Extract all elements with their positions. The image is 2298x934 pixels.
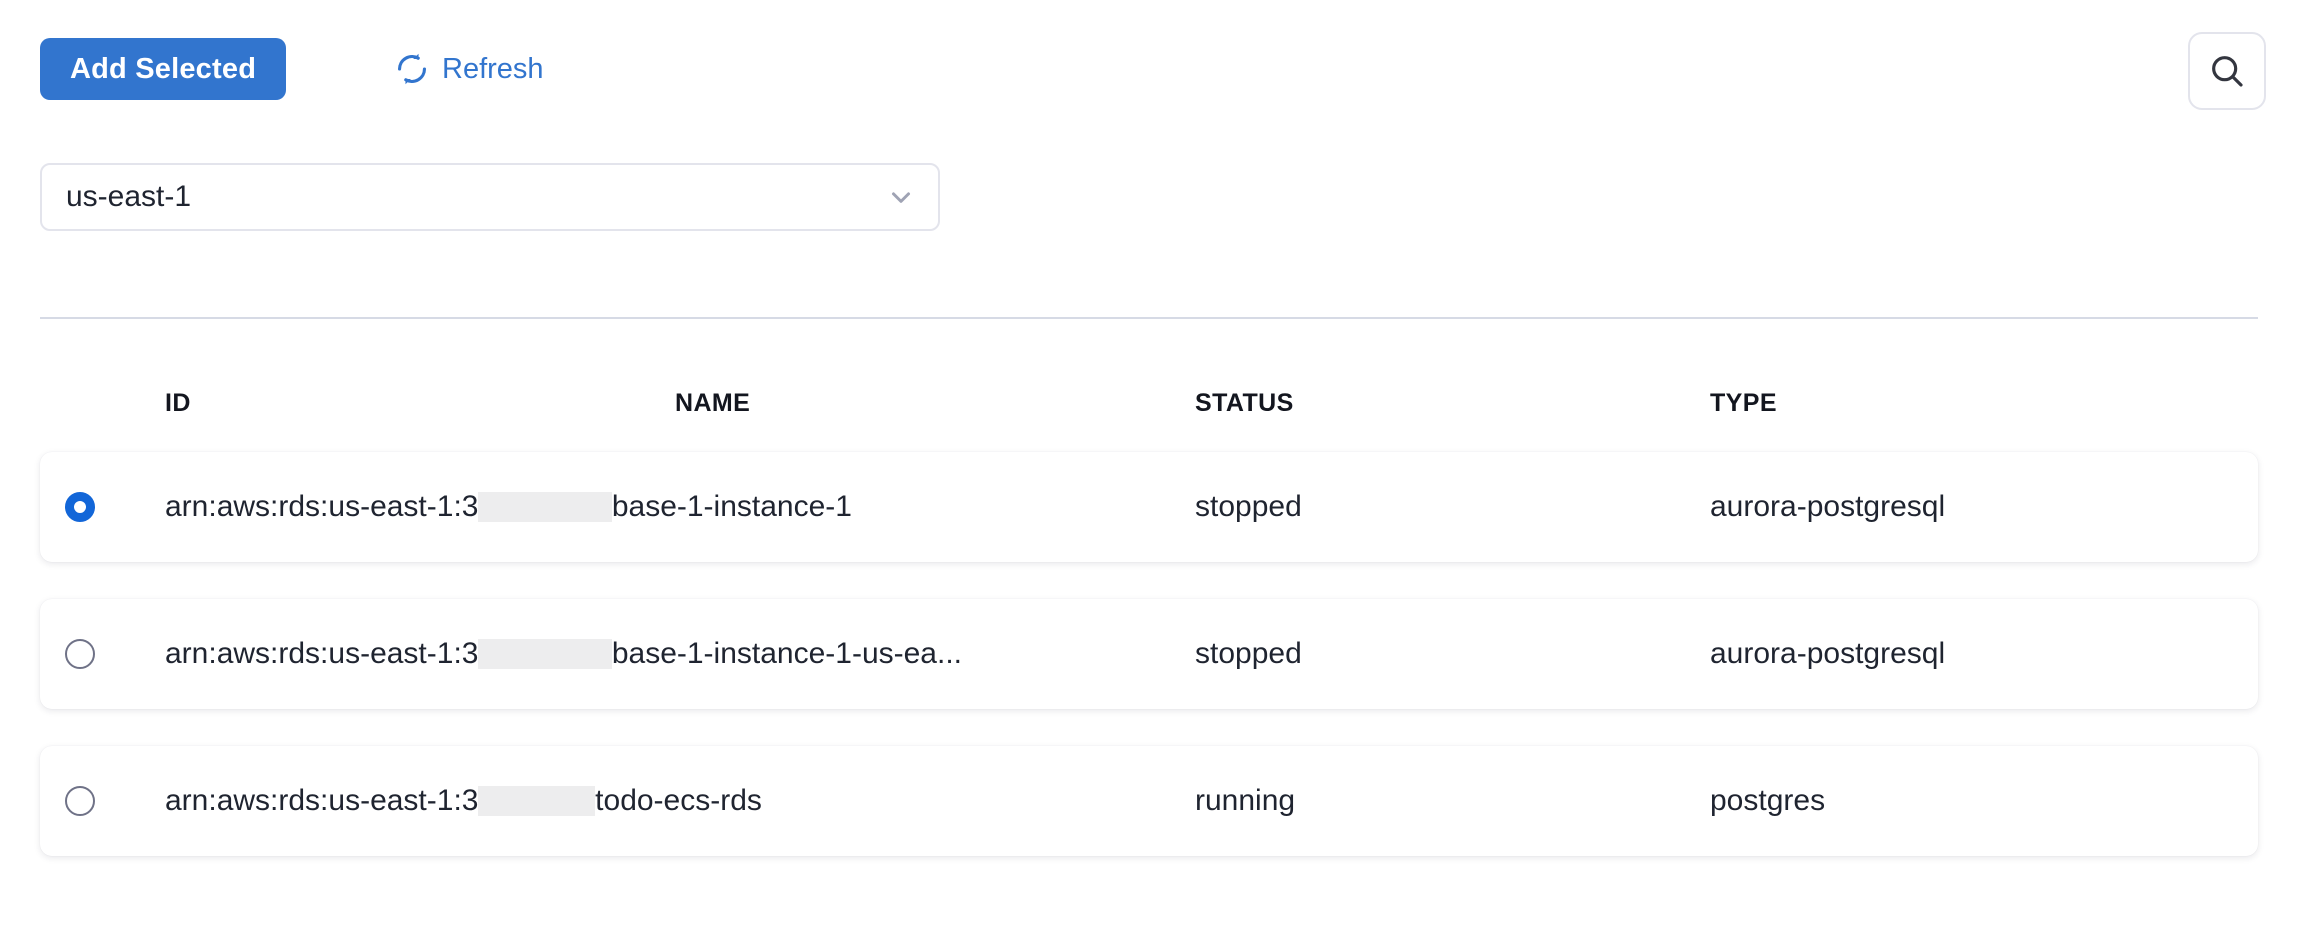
- cell-arn: arn:aws:rds:us-east-1:3 base-1-instance-…: [165, 639, 1195, 669]
- cell-status: stopped: [1195, 490, 1302, 523]
- arn-prefix: arn:aws:rds:us-east-1:3: [165, 492, 479, 522]
- section-divider: [40, 317, 2258, 319]
- region-select-value: us-east-1: [66, 180, 192, 213]
- cell-status: running: [1195, 784, 1296, 817]
- search-button[interactable]: [2188, 32, 2266, 110]
- region-select[interactable]: us-east-1: [40, 163, 940, 231]
- table-header-row: ID NAME STATUS TYPE: [0, 380, 2298, 426]
- radio-checked-icon: [65, 492, 95, 522]
- arn-suffix: base-1-instance-1: [611, 492, 852, 522]
- refresh-label: Refresh: [442, 52, 544, 85]
- table-row[interactable]: arn:aws:rds:us-east-1:3 base-1-instance-…: [40, 452, 2258, 562]
- cell-status: stopped: [1195, 637, 1302, 670]
- arn-redacted-account-id: [478, 492, 611, 522]
- table-row[interactable]: arn:aws:rds:us-east-1:3 base-1-instance-…: [40, 599, 2258, 709]
- column-header-id: ID: [165, 388, 191, 417]
- column-header-status: STATUS: [1195, 388, 1294, 417]
- search-icon: [2207, 51, 2247, 91]
- cell-type: aurora-postgresql: [1710, 490, 1946, 523]
- table-body: arn:aws:rds:us-east-1:3 base-1-instance-…: [0, 452, 2298, 856]
- arn-redacted-account-id: [478, 786, 595, 816]
- row-select-radio[interactable]: [40, 786, 165, 816]
- resources-table: ID NAME STATUS TYPE arn:aws:rds:us-east-…: [0, 380, 2298, 893]
- add-selected-button[interactable]: Add Selected: [40, 38, 287, 100]
- arn-redacted-account-id: [478, 639, 611, 669]
- arn-suffix: todo-ecs-rds: [595, 786, 762, 816]
- row-select-radio[interactable]: [40, 639, 165, 669]
- arn-prefix: arn:aws:rds:us-east-1:3: [165, 639, 479, 669]
- refresh-icon: [395, 52, 429, 86]
- column-header-type: TYPE: [1710, 388, 1777, 417]
- row-select-radio[interactable]: [40, 492, 165, 522]
- arn-suffix: base-1-instance-1-us-ea...: [611, 639, 962, 669]
- cell-type: aurora-postgresql: [1710, 637, 1946, 670]
- column-header-name: NAME: [675, 388, 751, 417]
- cell-type: postgres: [1710, 784, 1826, 817]
- chevron-down-icon: [886, 182, 916, 212]
- arn-prefix: arn:aws:rds:us-east-1:3: [165, 786, 479, 816]
- radio-unchecked-icon: [65, 786, 95, 816]
- cell-arn: arn:aws:rds:us-east-1:3 todo-ecs-rds: [165, 786, 1195, 816]
- toolbar: Add Selected Refresh: [0, 0, 2298, 150]
- refresh-button[interactable]: Refresh: [395, 38, 544, 100]
- radio-unchecked-icon: [65, 639, 95, 669]
- cell-arn: arn:aws:rds:us-east-1:3 base-1-instance-…: [165, 492, 1195, 522]
